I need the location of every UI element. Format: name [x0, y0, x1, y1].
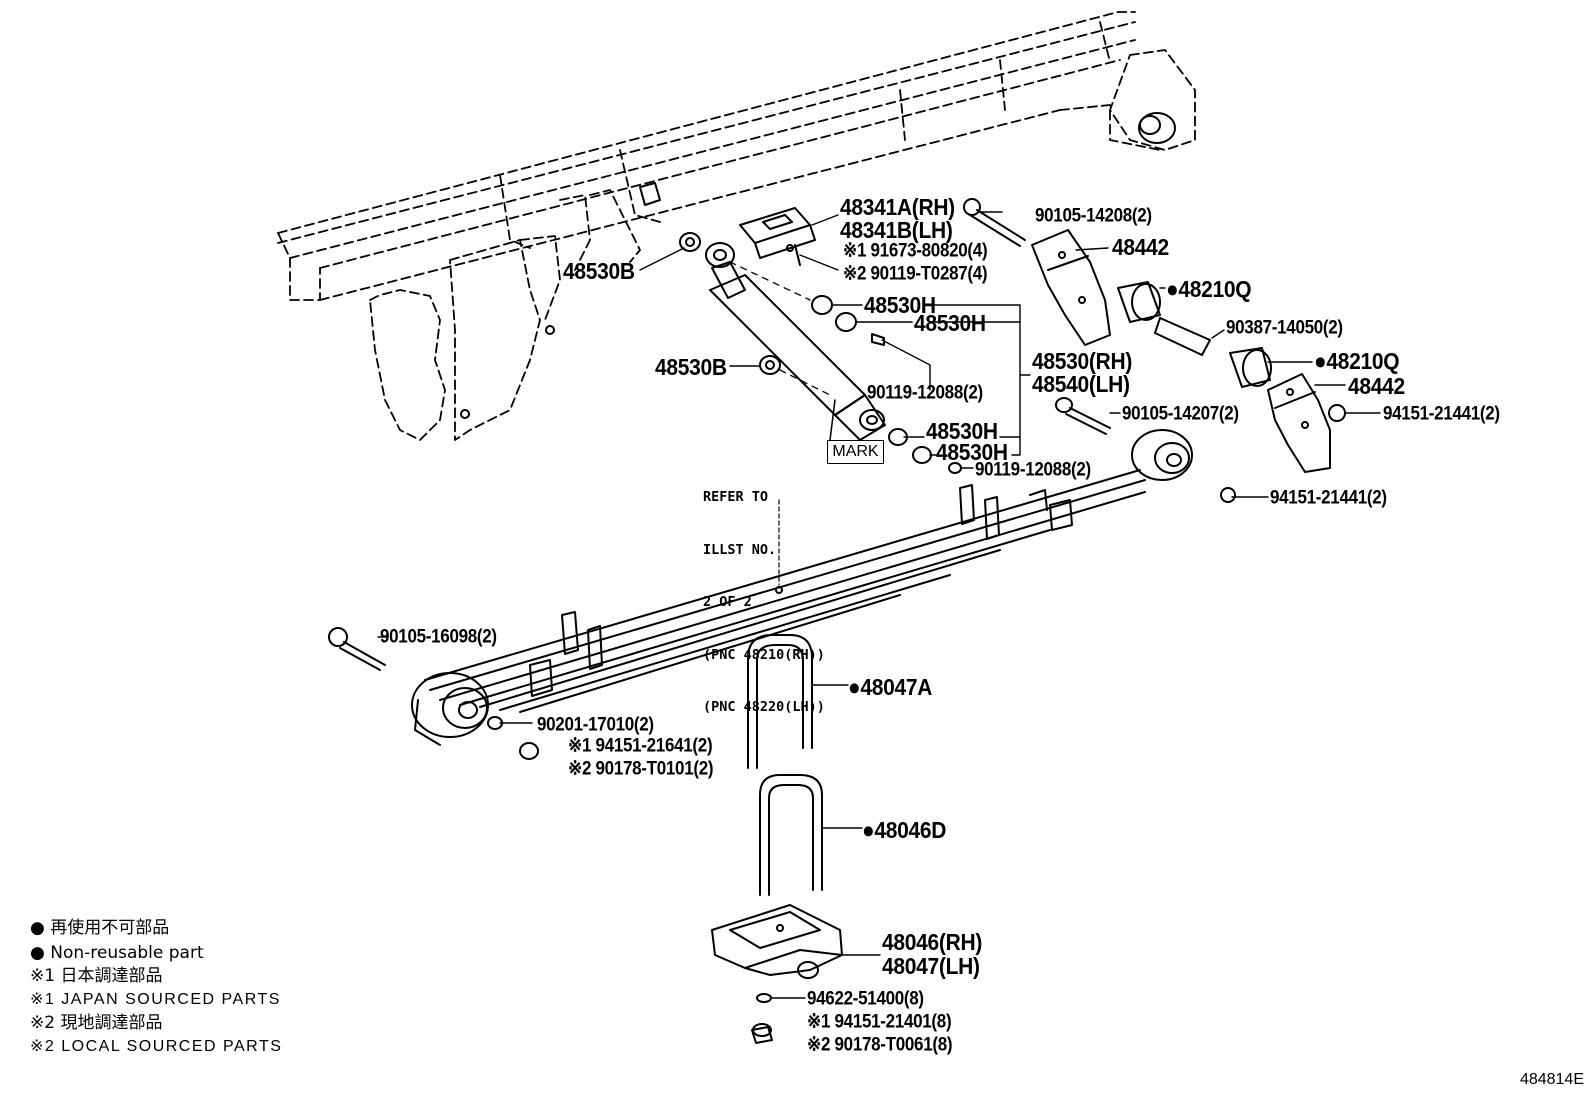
label-48530H-2: 48530H — [914, 310, 986, 337]
leaf-spring — [411, 429, 1193, 746]
spring-seat — [711, 904, 843, 979]
leader-lines — [377, 211, 1381, 999]
label-48210Q-bottom: ●48210Q — [1314, 348, 1400, 375]
legend-local-sourced-en: ※2 LOCAL SOURCED PARTS — [30, 1038, 283, 1055]
label-90178-T0061: ※2 90178-T0061(8) — [807, 1033, 953, 1056]
refer-note-line: ILLST NO. — [703, 541, 777, 558]
mark-callout: MARK — [827, 440, 884, 464]
label-48530H-1: 48530H — [864, 292, 936, 319]
label-90387: 90387-14050(2) — [1226, 316, 1343, 339]
legend-japan-sourced-jp: ※1 日本調達部品 — [30, 966, 163, 986]
upper-bracket — [739, 207, 816, 266]
label-90201: 90201-17010(2) — [537, 713, 654, 736]
shock-absorber — [705, 242, 886, 441]
label-48046RH: 48046(RH) — [882, 929, 983, 956]
refer-note-line: REFER TO — [703, 489, 769, 505]
refer-note-line: (PNC 48220(LH)) — [703, 699, 825, 715]
label-48341A: 48341A(RH) — [840, 194, 955, 221]
seat-fasteners — [751, 993, 773, 1044]
label-90105-14208: 90105-14208(2) — [1035, 204, 1152, 227]
label-94151-21641: ※1 94151-21641(2) — [568, 734, 713, 757]
label-90119-T0287: ※2 90119-T0287(4) — [843, 262, 988, 285]
label-90178-T0101: ※2 90178-T0101(2) — [568, 757, 714, 780]
refer-note: REFER TO ILLST NO. 2 OF 2 (PNC 48210(RH)… — [703, 454, 825, 752]
illustration-id: 484814E — [1519, 1071, 1584, 1088]
bolt-upper-right — [963, 198, 1026, 247]
label-90105-16098: 90105-16098(2) — [380, 625, 497, 648]
label-94151-21401: ※1 94151-21401(8) — [807, 1010, 952, 1033]
label-48442-top: 48442 — [1112, 234, 1169, 261]
label-48530B-middle: 48530B — [655, 354, 727, 381]
bolt-mid-right — [1055, 397, 1111, 435]
label-94151-21441-right: 94151-21441(2) — [1383, 402, 1500, 425]
legend-non-reusable-en: ● Non-reusable part — [30, 943, 204, 963]
label-48210Q-top: ●48210Q — [1166, 276, 1252, 303]
label-90105-14207: 90105-14207(2) — [1122, 402, 1239, 425]
label-48530RH: 48530(RH) — [1032, 348, 1133, 375]
legend-local-sourced-jp: ※2 現地調達部品 — [30, 1013, 163, 1033]
label-48047A: ●48047A — [848, 674, 933, 701]
label-48047LH: 48047(LH) — [882, 953, 980, 980]
label-90119-12088-b: 90119-12088(2) — [975, 458, 1091, 481]
label-94622: 94622-51400(8) — [807, 987, 924, 1010]
frame-rail — [277, 11, 1196, 441]
u-bolt-lower — [759, 774, 823, 896]
label-48530H-3: 48530H — [926, 418, 998, 445]
refer-note-line: 2 OF 2 — [703, 594, 752, 610]
refer-note-line: (PNC 48210(RH)) — [703, 646, 825, 663]
label-91673: ※1 91673-80820(4) — [843, 239, 988, 262]
label-48540LH: 48540(LH) — [1032, 371, 1130, 398]
label-90119-12088-a: 90119-12088(2) — [867, 381, 983, 404]
label-48442-bottom: 48442 — [1348, 373, 1405, 400]
frame-solid-details — [460, 112, 1176, 419]
shackle-plate-lower — [1267, 373, 1331, 473]
legend-japan-sourced-en: ※1 JAPAN SOURCED PARTS — [30, 991, 281, 1008]
label-48341B: 48341B(LH) — [840, 217, 953, 244]
label-48530H-4: 48530H — [936, 439, 1008, 466]
shackle-bushings — [1117, 281, 1346, 503]
legend-non-reusable-jp: ● 再使用不可部品 — [30, 918, 170, 938]
label-48046D: ●48046D — [862, 817, 947, 844]
label-94151-21441-lower: 94151-21441(2) — [1270, 486, 1387, 509]
shackle-plate-upper — [1031, 229, 1111, 346]
label-48530B-top: 48530B — [563, 258, 635, 285]
bolt-front — [328, 627, 386, 671]
u-bolt-upper — [747, 634, 813, 769]
